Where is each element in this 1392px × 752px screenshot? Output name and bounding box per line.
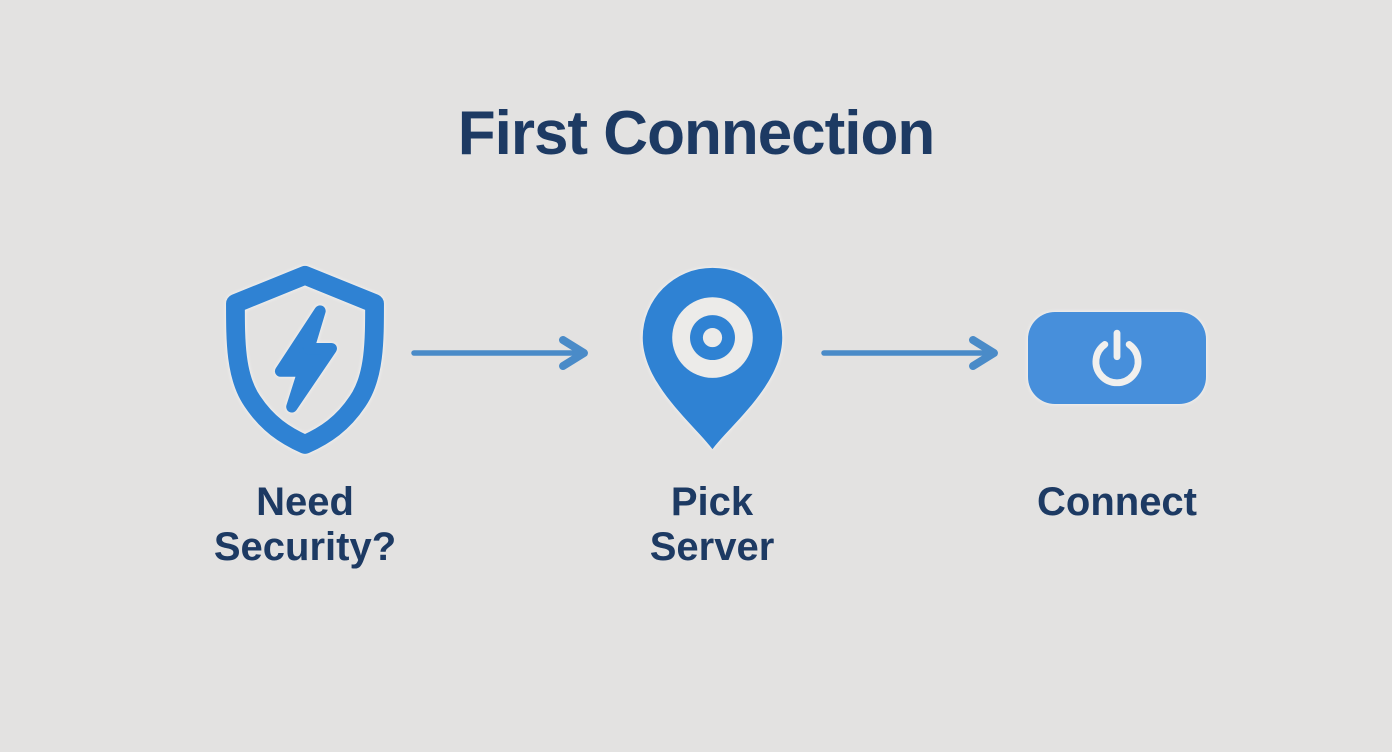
- power-button-icon: [1028, 312, 1206, 404]
- shield-bolt-icon: [211, 258, 399, 458]
- location-pin-icon: [635, 258, 790, 458]
- page-title: First Connection: [457, 99, 936, 168]
- step-pick-server: Pick Server: [582, 258, 842, 570]
- step-label: Connect: [1037, 480, 1197, 524]
- arrow-right-icon: [820, 334, 1012, 379]
- step-connect: Connect: [987, 258, 1247, 525]
- step-need-security: Need Security?: [175, 258, 435, 570]
- step-label: Pick Server: [649, 480, 775, 570]
- step-label: Need Security?: [213, 480, 397, 570]
- arrow-right-icon: [410, 334, 602, 379]
